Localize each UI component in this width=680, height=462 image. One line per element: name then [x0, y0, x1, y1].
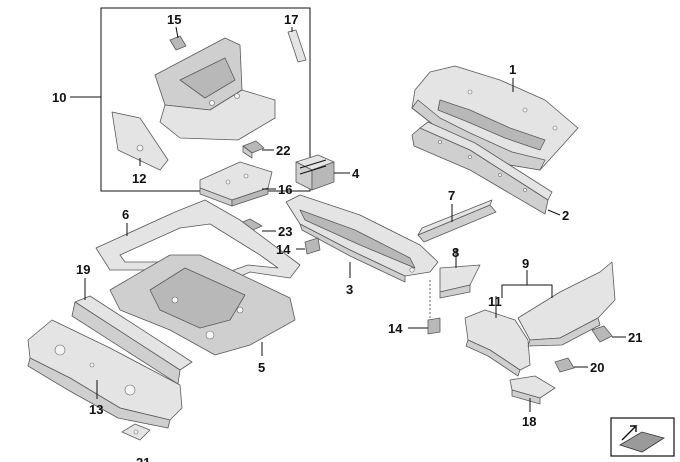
- callout-15: 15: [167, 12, 181, 27]
- callout-10: 10: [52, 90, 66, 105]
- callout-23: 23: [278, 224, 292, 239]
- callout-5: 5: [258, 360, 265, 375]
- callout-17: 17: [284, 12, 298, 27]
- leader-lines: [70, 26, 626, 412]
- callout-9: 9: [522, 256, 529, 271]
- callout-16: 16: [278, 182, 292, 197]
- part-12-panel[interactable]: [111, 111, 169, 171]
- part-22-small-bracket[interactable]: [242, 140, 265, 159]
- callout-21-right: 21: [628, 330, 642, 345]
- part-14-clip-lower[interactable]: [427, 317, 441, 335]
- part-21-bracket-right[interactable]: [591, 325, 613, 343]
- callout-6: 6: [122, 207, 129, 222]
- exploded-view-symbol-icon: [610, 417, 675, 457]
- callout-14-lower: 14: [388, 321, 403, 336]
- part-10-trunk-tub[interactable]: [154, 37, 276, 141]
- callout-4: 4: [352, 166, 360, 181]
- callout-14-upper: 14: [276, 242, 291, 257]
- callout-3: 3: [346, 282, 353, 297]
- callout-18: 18: [522, 414, 536, 429]
- part-9-wheelhouse-right[interactable]: [517, 261, 616, 347]
- part-17-strap[interactable]: [287, 29, 307, 63]
- part-20-bracket[interactable]: [554, 357, 575, 373]
- part-7-bracket-strip[interactable]: [417, 199, 497, 243]
- part-4-box-bracket[interactable]: [295, 154, 335, 191]
- callout-2: 2: [562, 208, 569, 223]
- part-8-bracket[interactable]: [429, 264, 481, 318]
- part-13-side-panel[interactable]: [27, 319, 183, 429]
- part-24-clip[interactable]: [121, 423, 151, 441]
- callout-13: 13: [89, 402, 103, 417]
- callout-1: 1: [509, 62, 516, 77]
- callout-labels: 1 2 3 4 5 6 7 8 9 10 11 12 13 14 14 15 1…: [52, 12, 642, 462]
- callout-19: 19: [76, 262, 90, 277]
- part-2-cross-member[interactable]: [411, 121, 553, 215]
- callout-22: 22: [276, 143, 290, 158]
- part-1-rear-floor-panel[interactable]: [411, 65, 579, 171]
- part-5-floor-pan[interactable]: [109, 254, 296, 356]
- part-18-bracket[interactable]: [509, 375, 556, 405]
- callout-7: 7: [448, 188, 455, 203]
- callout-12: 12: [132, 171, 146, 186]
- callout-21-bottom: 21: [136, 455, 150, 462]
- callout-20: 20: [590, 360, 604, 375]
- callout-8: 8: [452, 245, 459, 260]
- part-16-tray-bracket[interactable]: [199, 161, 273, 207]
- callout-11: 11: [488, 294, 502, 309]
- part-11-wheelhouse-left[interactable]: [464, 309, 531, 377]
- part-14-clip-upper[interactable]: [304, 237, 321, 255]
- part-15-clip[interactable]: [169, 35, 187, 51]
- part-3-longitudinal-rail[interactable]: [285, 194, 439, 283]
